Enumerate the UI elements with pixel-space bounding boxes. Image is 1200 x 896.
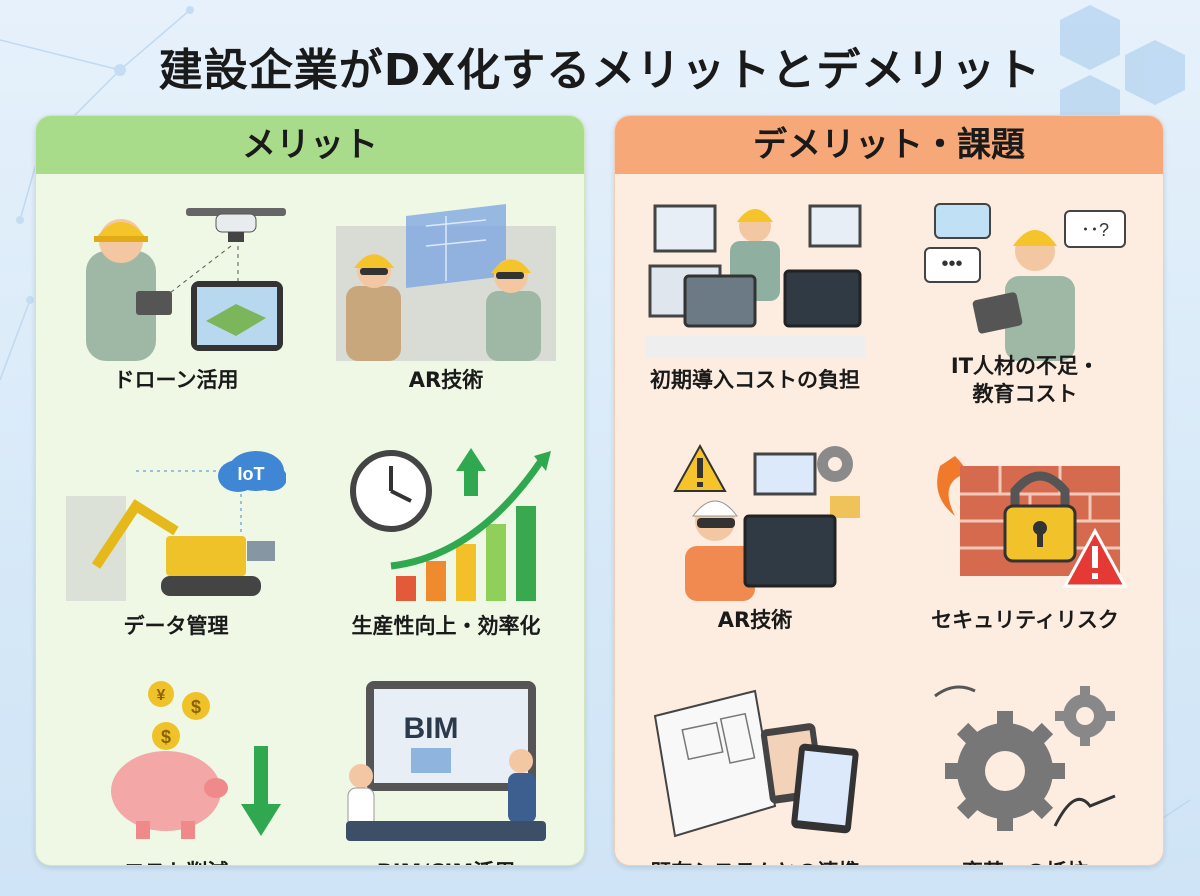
merit-productivity: 生産性向上・効率化 <box>326 428 566 653</box>
demerits-panel: デメリット・課題 初期導入コストの負担 ••• ･･? <box>614 115 1164 866</box>
bim-screen-icon: BIM <box>346 681 546 841</box>
yen-symbol: ¥ <box>157 687 166 704</box>
dollar-symbol: $ <box>161 727 171 747</box>
demerit-legacy: 既存システムとの連携 <box>635 668 875 865</box>
monitors-icon <box>645 204 865 358</box>
demerit-label: 初期導入コストの負担 <box>650 368 860 392</box>
blueprint-tablet-icon <box>653 689 859 838</box>
piggy-bank-icon: ¥ $ $ <box>111 681 281 839</box>
demerit-label: 変革への抵抗 <box>905 858 1145 865</box>
merit-label: コスト削減 <box>56 858 296 865</box>
iot-text: IoT <box>238 464 265 484</box>
warning-vr-icon <box>673 443 860 601</box>
growth-chart-icon <box>350 448 551 601</box>
demerit-label-line2: 教育コスト <box>972 382 1078 406</box>
ar-glasses-icon <box>336 204 556 361</box>
demerit-resistance: 変革への抵抗 <box>905 668 1145 865</box>
merit-cost: ¥ $ $ コスト削減 <box>56 668 296 865</box>
merit-ar: AR技術 <box>326 188 566 413</box>
demerit-security: セキュリティリスク <box>905 428 1145 653</box>
demerit-it-talent: ••• ･･? IT人材の不足・ 教育コスト <box>905 188 1145 413</box>
demerit-label: IT人材の不足・ 教育コスト <box>905 352 1145 408</box>
merit-data: IoT データ管理 <box>56 428 296 653</box>
iot-cloud-icon: IoT <box>66 451 286 601</box>
demerit-label: AR技術 <box>717 608 793 632</box>
merit-label: BIM/CIM活用 <box>326 858 566 865</box>
demerit-label: セキュリティリスク <box>931 608 1119 632</box>
merit-label: 生産性向上・効率化 <box>351 614 541 638</box>
demerits-heading: デメリット・課題 <box>615 116 1163 174</box>
merit-drone: ドローン活用 <box>56 188 296 413</box>
merit-label: データ管理 <box>123 614 229 638</box>
question-bubble-text: ･･? <box>1081 220 1109 240</box>
demerit-initial-cost: 初期導入コストの負担 <box>635 188 875 413</box>
gears-icon <box>934 685 1116 831</box>
confused-worker-icon: ••• ･･? <box>924 203 1126 361</box>
bim-text: BIM <box>404 712 459 745</box>
merit-bim: BIM BIM/CIM活用 <box>326 668 566 865</box>
demerit-ar: AR技術 <box>635 428 875 653</box>
svg-text:•••: ••• <box>941 253 962 275</box>
merits-heading: メリット <box>36 116 584 174</box>
drone-icon <box>86 208 286 361</box>
merit-label: AR技術 <box>408 368 484 392</box>
dollar-symbol: $ <box>191 697 201 717</box>
firewall-lock-icon <box>937 456 1128 588</box>
demerit-label: 既存システムとの連携 <box>635 858 875 865</box>
demerit-label-line1: IT人材の不足・ <box>950 354 1100 378</box>
merit-label: ドローン活用 <box>113 368 239 392</box>
page-title: 建設企業がDX化するメリットとデメリット <box>158 45 1042 96</box>
merits-panel: メリット ドローン活用 <box>35 115 585 866</box>
